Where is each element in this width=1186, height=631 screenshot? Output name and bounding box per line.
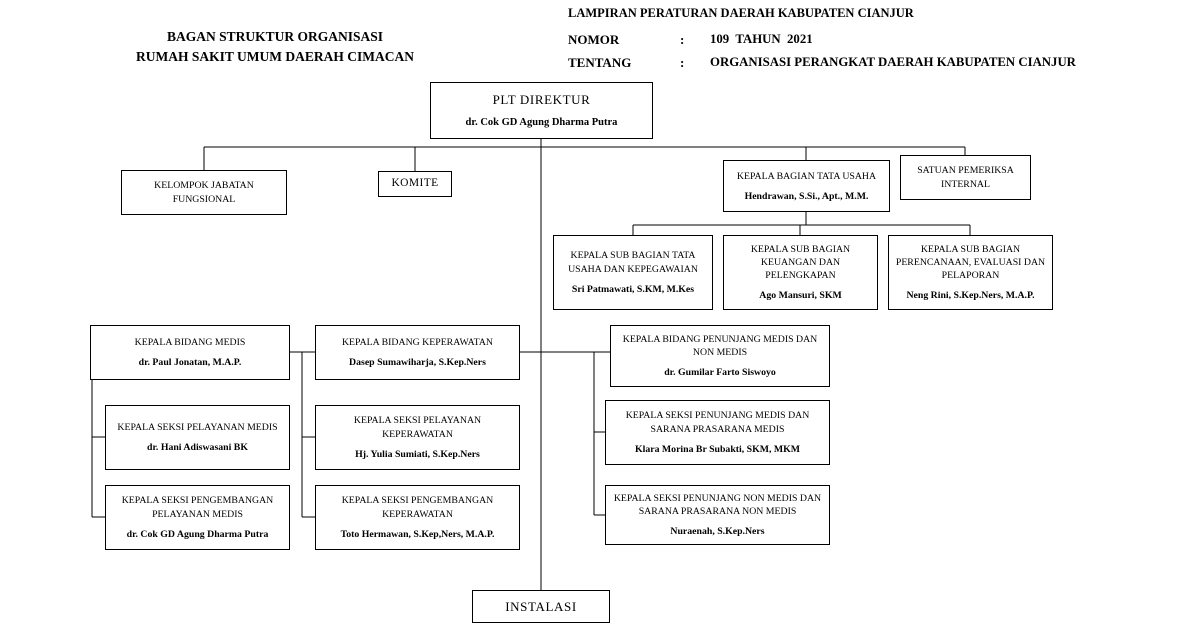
- person-name: Nuraenah, S.Kep.Ners: [670, 526, 765, 538]
- org-box-komite: KOMITE: [378, 171, 452, 197]
- position-title: SATUAN PEMERIKSA INTERNAL: [917, 165, 1014, 190]
- position-title: KEPALA SEKSI PENGEMBANGAN KEPERAWATAN: [341, 495, 494, 520]
- person-name: Hj. Yulia Sumiati, S.Kep.Ners: [355, 448, 480, 460]
- person-name: Hendrawan, S.Si., Apt., M.M.: [744, 190, 869, 202]
- person-name: dr. Gumilar Farto Siswoyo: [664, 367, 776, 379]
- position-title: KEPALA SEKSI PENGEMBANGAN PELAYANAN MEDI…: [121, 495, 274, 520]
- position-title: KEPALA BIDANG PENUNJANG MEDIS DAN NON ME…: [622, 333, 818, 359]
- org-box-subbag-perencanaan-evaluasi-pelaporan: KEPALA SUB BAGIAN PERENCANAAN, EVALUASI …: [888, 235, 1053, 310]
- org-box-seksi-penunjang-non-medis: KEPALA SEKSI PENUNJANG NON MEDIS DAN SAR…: [605, 485, 830, 545]
- person-name: dr. Cok GD Agung Dharma Putra: [126, 528, 269, 540]
- person-name: Dasep Sumawiharja, S.Kep.Ners: [349, 357, 486, 369]
- org-box-seksi-pelayanan-keperawatan: KEPALA SEKSI PELAYANAN KEPERAWATAN Hj. Y…: [315, 405, 520, 470]
- nomor-colon: :: [680, 32, 685, 47]
- org-box-subbag-keuangan-pelengkapan: KEPALA SUB BAGIAN KEUANGAN DAN PELENGKAP…: [723, 235, 878, 310]
- position-title: PLT DIREKTUR: [492, 92, 591, 108]
- org-box-seksi-pengembangan-keperawatan: KEPALA SEKSI PENGEMBANGAN KEPERAWATAN To…: [315, 485, 520, 550]
- org-box-plt-direktur: PLT DIREKTUR dr. Cok GD Agung Dharma Put…: [430, 82, 653, 139]
- position-title: KEPALA SEKSI PENUNJANG MEDIS DAN SARANA …: [625, 410, 810, 435]
- tentang-colon: :: [680, 55, 685, 70]
- person-name: Neng Rini, S.Kep.Ners, M.A.P.: [906, 290, 1035, 302]
- position-title: KEPALA SEKSI PELAYANAN MEDIS: [117, 422, 278, 434]
- org-box-seksi-pengembangan-pelayanan-medis: KEPALA SEKSI PENGEMBANGAN PELAYANAN MEDI…: [105, 485, 290, 550]
- position-title: KEPALA SEKSI PELAYANAN KEPERAWATAN: [353, 415, 482, 440]
- org-box-instalasi: INSTALASI: [472, 590, 610, 623]
- chart-title-line2: RUMAH SAKIT UMUM DAERAH CIMACAN: [136, 48, 414, 64]
- regulation-header: LAMPIRAN PERATURAN DAERAH KABUPATEN CIAN…: [568, 6, 1128, 78]
- tentang-label: TENTANG: [568, 55, 632, 70]
- org-box-kepala-bidang-penunjang: KEPALA BIDANG PENUNJANG MEDIS DAN NON ME…: [610, 325, 830, 387]
- position-title: KEPALA SEKSI PENUNJANG NON MEDIS DAN SAR…: [613, 492, 822, 518]
- org-box-seksi-pelayanan-medis: KEPALA SEKSI PELAYANAN MEDIS dr. Hani Ad…: [105, 405, 290, 470]
- person-name: dr. Hani Adiswasani BK: [147, 442, 248, 454]
- position-title: KEPALA BIDANG KEPERAWATAN: [341, 337, 493, 349]
- org-box-seksi-penunjang-medis: KEPALA SEKSI PENUNJANG MEDIS DAN SARANA …: [605, 400, 830, 465]
- person-name: Toto Hermawan, S.Kep,Ners, M.A.P.: [340, 528, 495, 540]
- person-name: dr. Paul Jonatan, M.A.P.: [138, 357, 242, 369]
- position-title: KELOMPOK JABATAN FUNGSIONAL: [154, 180, 254, 205]
- nomor-value: 109 TAHUN 2021: [710, 32, 813, 46]
- org-box-satuan-pemeriksa-internal: SATUAN PEMERIKSA INTERNAL: [900, 155, 1031, 200]
- nomor-label: NOMOR: [568, 32, 620, 47]
- tentang-value: ORGANISASI PERANGKAT DAERAH KABUPATEN CI…: [710, 55, 1076, 69]
- position-title: INSTALASI: [505, 598, 577, 614]
- person-name: Sri Patmawati, S.KM, M.Kes: [571, 283, 695, 295]
- org-box-kepala-bidang-keperawatan: KEPALA BIDANG KEPERAWATAN Dasep Sumawiha…: [315, 325, 520, 380]
- person-name: dr. Cok GD Agung Dharma Putra: [465, 116, 618, 128]
- org-box-kepala-bagian-tata-usaha: KEPALA BAGIAN TATA USAHA Hendrawan, S.Si…: [723, 160, 890, 212]
- org-box-kepala-bidang-medis: KEPALA BIDANG MEDIS dr. Paul Jonatan, M.…: [90, 325, 290, 380]
- position-title: KEPALA SUB BAGIAN TATA USAHA DAN KEPEGAW…: [568, 250, 698, 275]
- position-title: KEPALA BIDANG MEDIS: [134, 337, 246, 349]
- chart-title: BAGAN STRUKTUR ORGANISASI RUMAH SAKIT UM…: [112, 27, 438, 66]
- person-name: Ago Mansuri, SKM: [759, 290, 842, 302]
- person-name: Klara Morina Br Subakti, SKM, MKM: [634, 443, 800, 455]
- position-title: KEPALA BAGIAN TATA USAHA: [736, 170, 877, 182]
- lampiran-line: LAMPIRAN PERATURAN DAERAH KABUPATEN CIAN…: [568, 6, 914, 20]
- tentang-row: TENTANG : ORGANISASI PERANGKAT DAERAH KA…: [568, 55, 1128, 71]
- position-title: KEPALA SUB BAGIAN KEUANGAN DAN PELENGKAP…: [750, 243, 851, 282]
- org-box-subbag-tata-usaha-kepegawaian: KEPALA SUB BAGIAN TATA USAHA DAN KEPEGAW…: [553, 235, 713, 310]
- org-box-kelompok-jabatan-fungsional: KELOMPOK JABATAN FUNGSIONAL: [121, 170, 287, 215]
- chart-title-line1: BAGAN STRUKTUR ORGANISASI: [166, 29, 384, 44]
- position-title: KOMITE: [391, 177, 439, 190]
- nomor-row: NOMOR : 109 TAHUN 2021: [568, 32, 1128, 48]
- position-title: KEPALA SUB BAGIAN PERENCANAAN, EVALUASI …: [895, 243, 1046, 282]
